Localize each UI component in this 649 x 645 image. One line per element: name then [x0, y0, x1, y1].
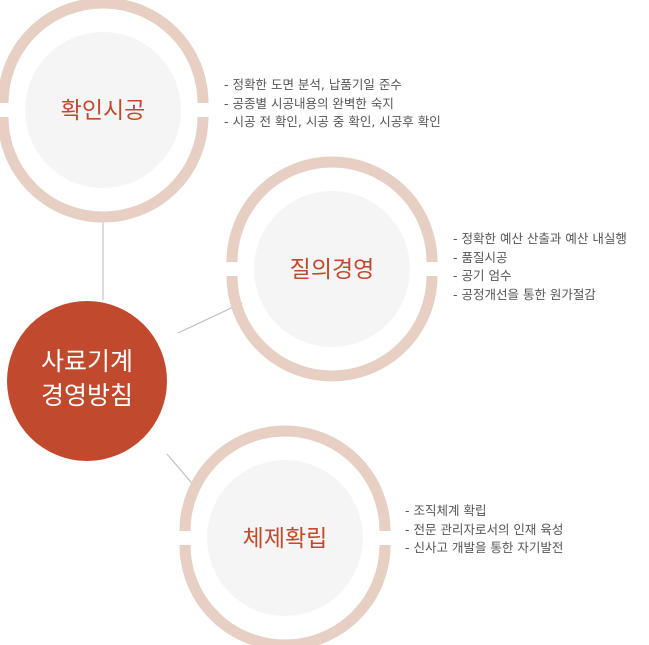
connector-line-3: [166, 453, 197, 489]
center-title-line1: 사료기계: [41, 347, 133, 376]
center-title-line2: 경영방침: [41, 381, 133, 410]
node-2: 질의경영: [226, 156, 438, 382]
node-2-ring-bottom: [226, 275, 438, 382]
node-1: 확인시공: [0, 0, 209, 223]
node-2-item-4: - 공정개선을 통한 원가절감: [453, 286, 596, 302]
node-2-ring-top: [226, 156, 438, 263]
node-3-item-2: - 전문 관리자로서의 인재 육성: [405, 521, 564, 537]
node-1-item-3: - 시공 전 확인, 시공 중 확인, 시공후 확인: [224, 114, 441, 129]
node-3-ring-bottom: [179, 544, 391, 645]
node-2-inner: [254, 191, 410, 347]
node-3-title: 체제확립: [243, 526, 328, 552]
node-3-description-list: - 조직체계 확립 - 전문 관리자로서의 인재 육성 - 신사고 개발을 통한…: [405, 502, 563, 558]
node-2-description-list: - 정확한 예산 산출과 예산 내실행 - 품질시공 - 공기 엄수 - 공정개…: [453, 230, 627, 304]
node-3-ring-top: [179, 425, 391, 532]
node-3-inner: [207, 460, 363, 616]
node-1-ring-top: [0, 0, 209, 104]
node-1-description-list: - 정확한 도면 분석, 납품기일 준수 - 공종별 시공내용의 완벽한 숙지 …: [224, 76, 441, 132]
node-1-ring-bottom: [0, 116, 209, 223]
node-3-item-3: - 신사고 개발을 통한 자기발전: [405, 540, 564, 555]
node-1-item-2: - 공종별 시공내용의 완벽한 숙지: [224, 95, 394, 111]
node-2-item-3: - 공기 엄수: [453, 268, 512, 283]
node-2-title: 질의경영: [290, 257, 375, 283]
node-1-title: 확인시공: [61, 98, 146, 124]
connector-line-2: [177, 302, 243, 334]
node-3: 체제확립: [179, 425, 391, 645]
node-2-item-2: - 품질시공: [453, 249, 508, 265]
center-node: 사료기계 경영방침: [7, 301, 167, 461]
node-1-item-1: - 정확한 도면 분석, 납품기일 준수: [224, 77, 402, 92]
node-1-inner: [25, 32, 181, 188]
center-circle: [7, 301, 167, 461]
node-2-item-1: - 정확한 예산 산출과 예산 내실행: [453, 231, 627, 246]
node-3-item-1: - 조직체계 확립: [405, 503, 487, 518]
